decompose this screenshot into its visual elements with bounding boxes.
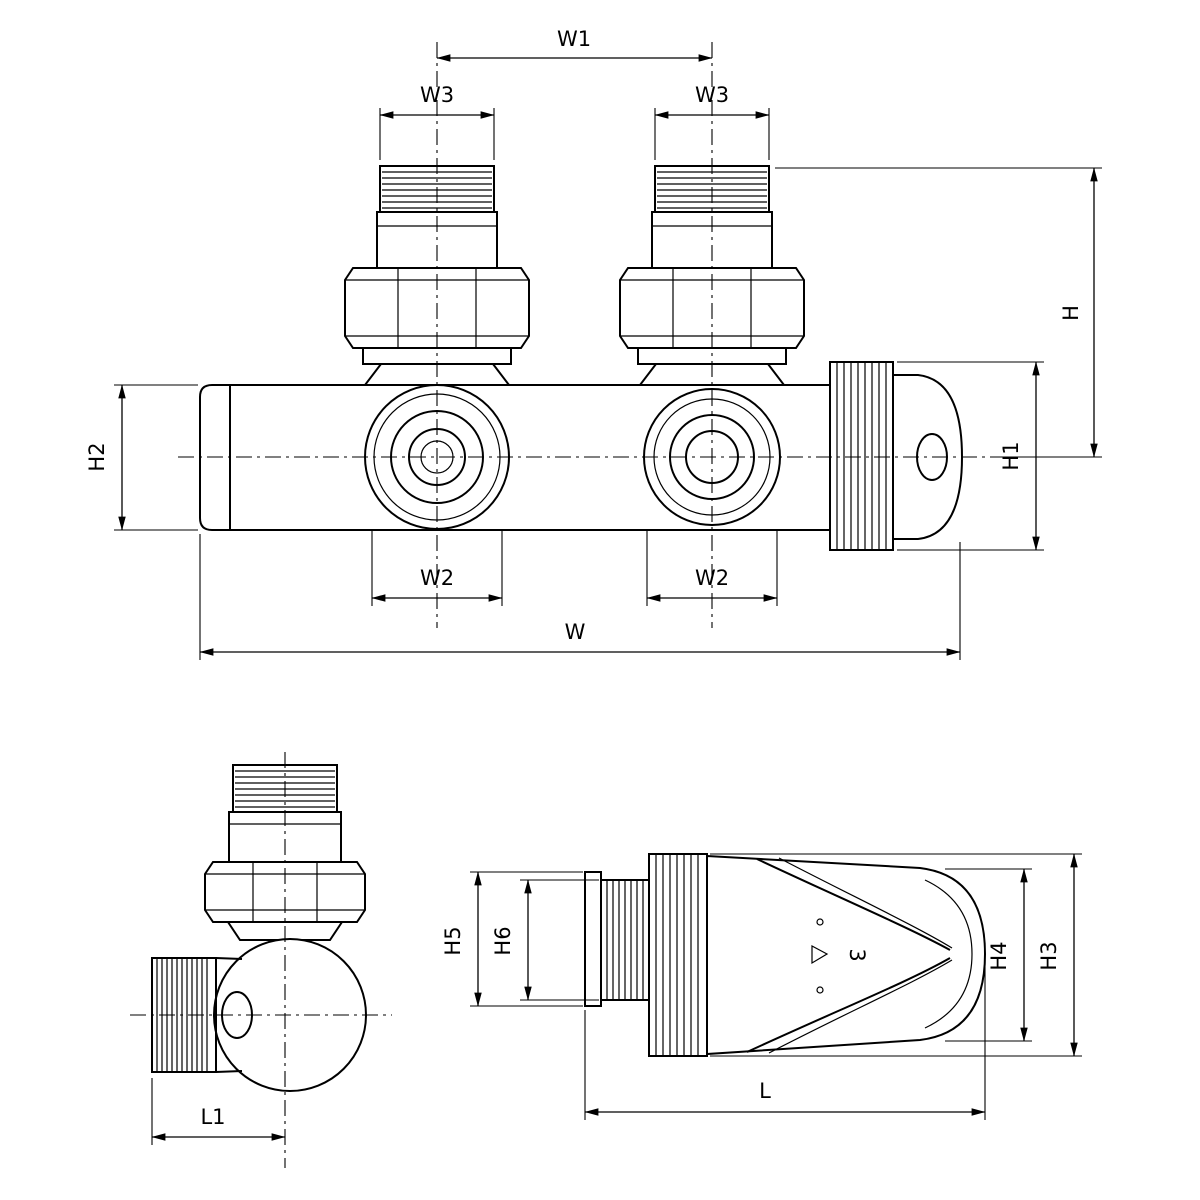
dim-w2-left: W2 <box>371 530 503 606</box>
dim-h5: H5 <box>441 871 583 1007</box>
dim-w1: W1 <box>436 27 713 62</box>
dim-h5-label: H5 <box>441 926 465 955</box>
dim-h6-label: H6 <box>491 926 515 955</box>
dim-l1: L1 <box>151 1078 286 1145</box>
head-view: 3 H5 H6 H4 H3 <box>441 853 1082 1120</box>
dim-w3-left-label: W3 <box>420 83 454 107</box>
setting-pointer-icon <box>811 945 829 965</box>
dim-h: H <box>775 167 1102 458</box>
dim-l: L <box>584 960 986 1120</box>
dim-w3-left: W3 <box>379 83 495 160</box>
centerlines-side <box>130 752 392 1168</box>
head-body <box>706 854 987 1056</box>
head-grip-ring <box>648 853 708 1057</box>
dim-w-label: W <box>565 620 586 644</box>
dim-w: W <box>199 534 961 660</box>
dim-h4: H4 <box>945 868 1032 1042</box>
side-male-thread-stub <box>151 957 243 1073</box>
centerlines-front <box>178 42 988 628</box>
head-setting-indicator: 3 <box>811 918 869 994</box>
knurled-ring <box>829 361 894 551</box>
dim-h2-label: H2 <box>85 442 109 471</box>
side-view: L1 <box>130 752 392 1168</box>
dim-w2-right: W2 <box>646 530 778 606</box>
dim-w3-right: W3 <box>654 83 770 160</box>
dim-w1-label: W1 <box>557 27 591 51</box>
dim-h3: H3 <box>710 853 1082 1057</box>
front-view: W1 W3 W3 H H1 <box>85 27 1102 660</box>
dim-w2-right-label: W2 <box>695 566 729 590</box>
dim-h-label: H <box>1059 305 1083 321</box>
setting-digit: 3 <box>845 948 869 961</box>
dim-h2: H2 <box>85 384 198 531</box>
dim-w2-left-label: W2 <box>420 566 454 590</box>
dim-h3-label: H3 <box>1037 941 1061 970</box>
dim-w3-right-label: W3 <box>695 83 729 107</box>
dim-h1: H1 <box>897 361 1044 551</box>
dim-l-label: L <box>759 1079 771 1103</box>
head-collar <box>584 871 650 1007</box>
dim-h4-label: H4 <box>987 941 1011 970</box>
dim-l1-label: L1 <box>200 1105 225 1129</box>
setting-dot-icon <box>816 918 824 926</box>
dim-h1-label: H1 <box>999 441 1023 470</box>
setting-dot-icon <box>816 986 824 994</box>
dim-h6: H6 <box>491 879 599 1001</box>
